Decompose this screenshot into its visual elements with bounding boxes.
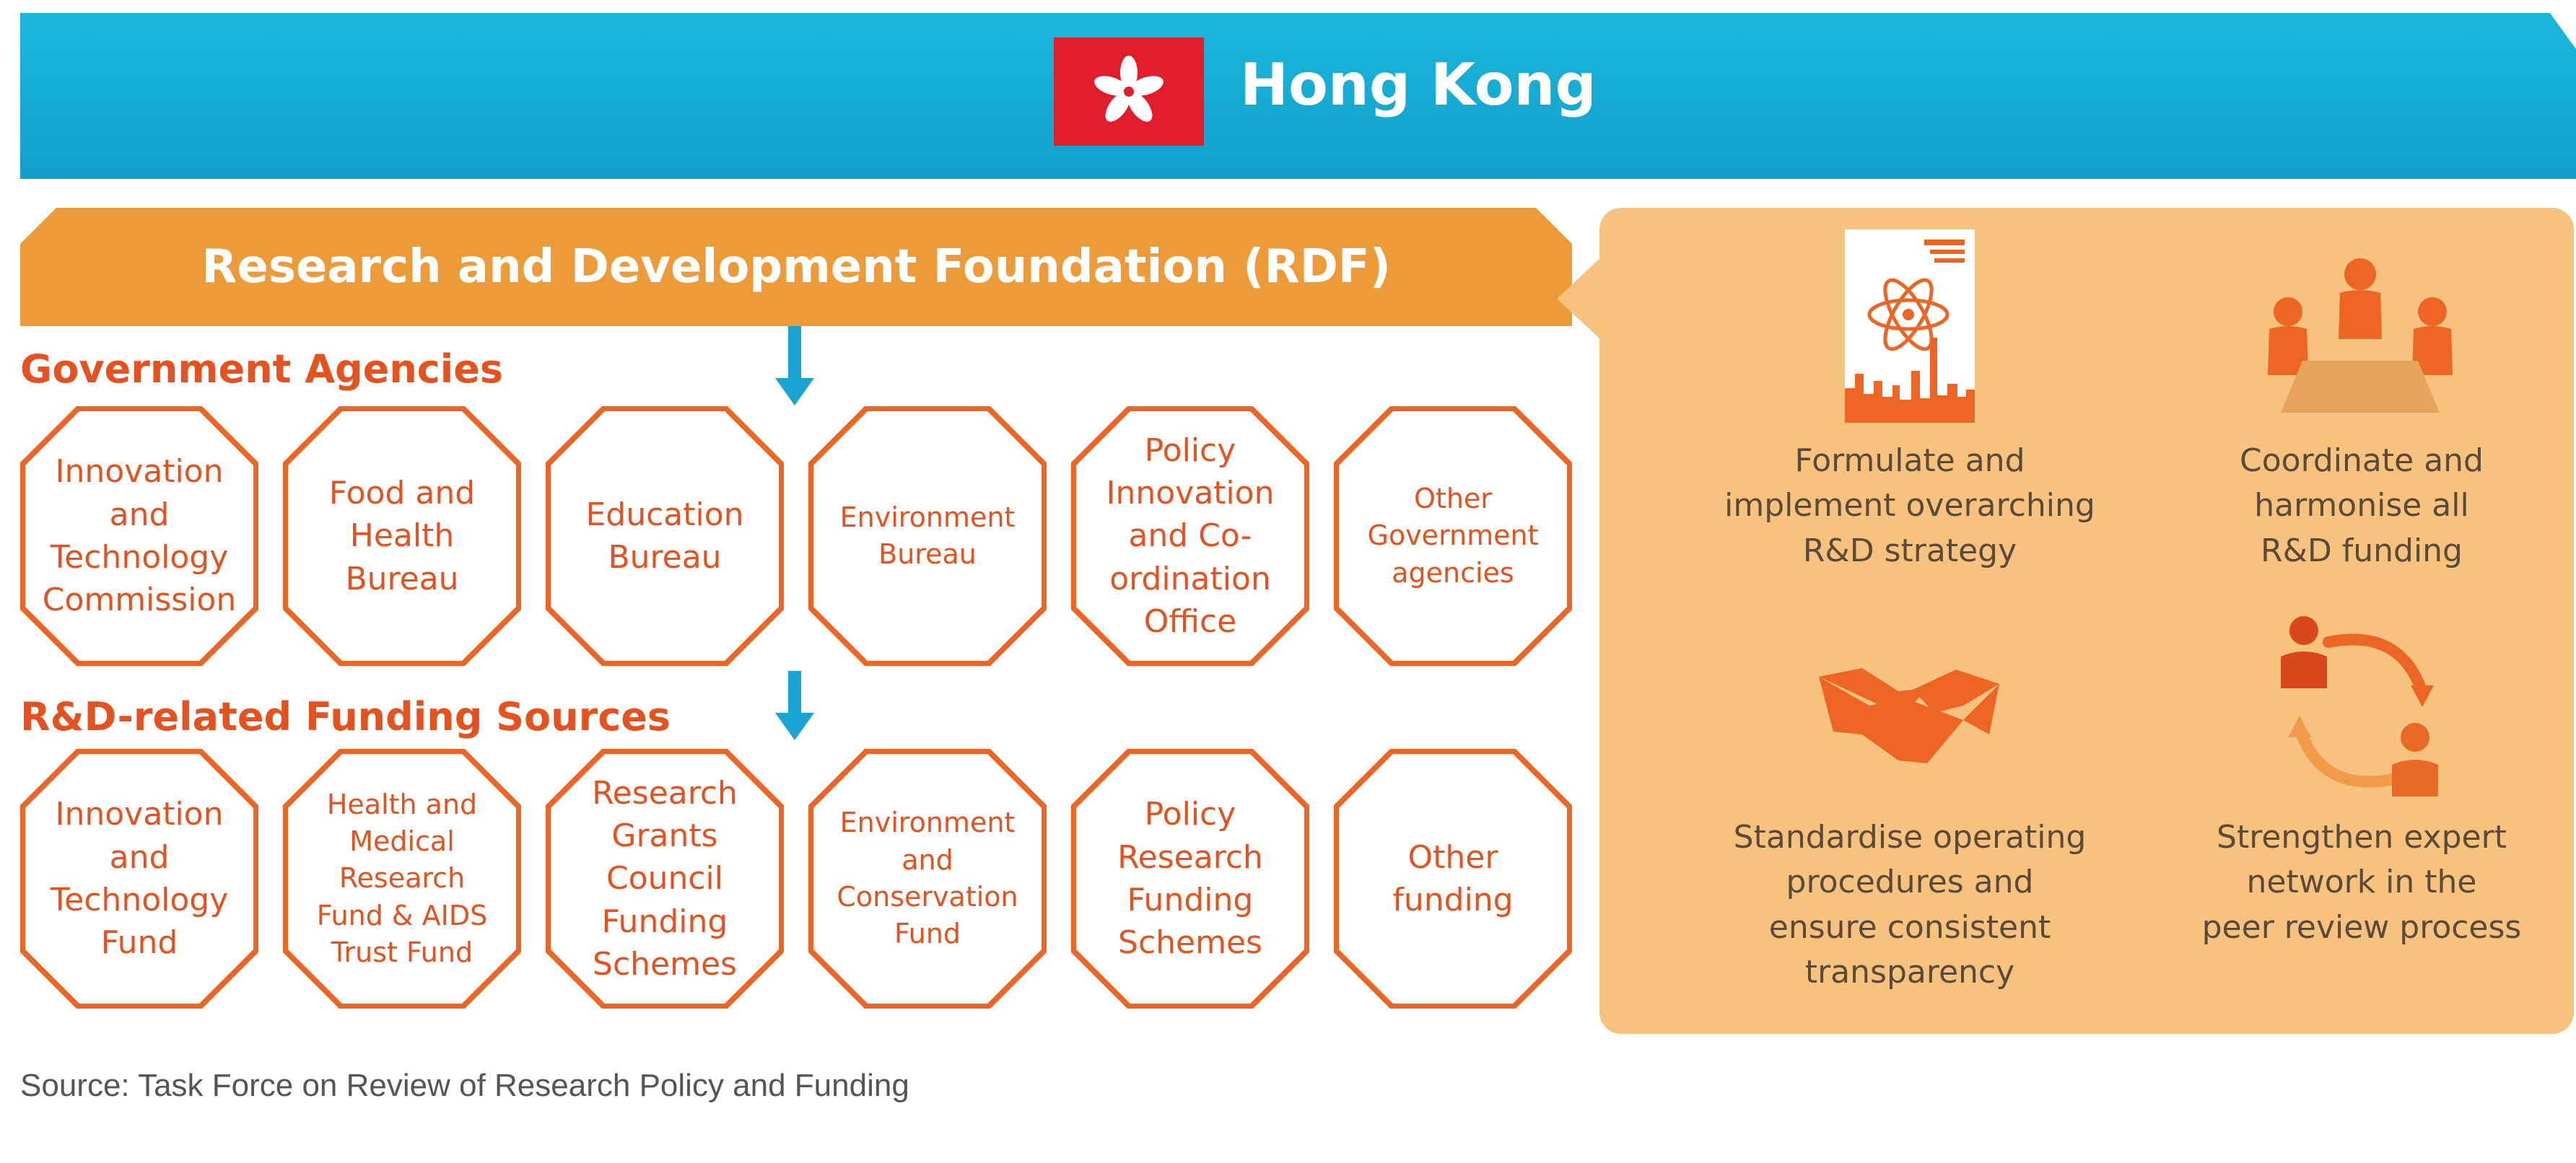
agency-box: Other Government agencies xyxy=(1334,406,1572,666)
down-arrow-icon xyxy=(775,671,814,740)
funding-box: Research Grants Council Funding Schemes xyxy=(546,749,784,1009)
section-heading-funding-sources: R&D-related Funding Sources xyxy=(20,694,671,740)
funding-box: Policy Research Funding Schemes xyxy=(1071,749,1309,1009)
funding-box: Health and Medical Research Fund & AIDS … xyxy=(283,749,521,1009)
function-text-standardise: Standardise operating procedures and ens… xyxy=(1733,819,2087,991)
agency-box: Innovation and Technology Commission xyxy=(20,406,258,666)
function-text-strategy: Formulate and implement overarching R&D … xyxy=(1724,442,2095,569)
panel-pointer xyxy=(1557,258,1600,339)
strategy-document-icon xyxy=(1845,229,1975,426)
rdf-header xyxy=(20,208,1572,326)
expert-network-icon xyxy=(2263,613,2458,811)
header-banner xyxy=(20,13,2576,179)
agency-box: Food and Health Bureau xyxy=(283,406,521,666)
bauhinia-flag-icon xyxy=(1054,38,1204,146)
agency-box: Policy Innovation and Co- ordination Off… xyxy=(1071,406,1309,666)
function-text-strengthen: Strengthen expert network in the peer re… xyxy=(2201,819,2522,946)
agency-box: Environment Bureau xyxy=(808,406,1047,666)
source-note: Source: Task Force on Review of Research… xyxy=(20,1068,909,1103)
rdf-title: Research and Development Foundation (RDF… xyxy=(201,240,1391,294)
meeting-people-icon xyxy=(2259,253,2461,421)
funding-box: Innovation and Technology Fund xyxy=(20,749,258,1009)
handshake-icon xyxy=(1819,662,1999,773)
function-text-coordinate: Coordinate and harmonise all R&D funding xyxy=(2240,442,2484,569)
funding-box: Environment and Conservation Fund xyxy=(808,749,1047,1009)
section-heading-government-agencies: Government Agencies xyxy=(20,346,504,392)
funding-box: Other funding xyxy=(1334,749,1572,1009)
functions-panel xyxy=(1599,208,2574,1034)
agency-box: Education Bureau xyxy=(546,406,784,666)
down-arrow-icon xyxy=(775,326,814,405)
page-title: Hong Kong xyxy=(1240,51,1597,118)
